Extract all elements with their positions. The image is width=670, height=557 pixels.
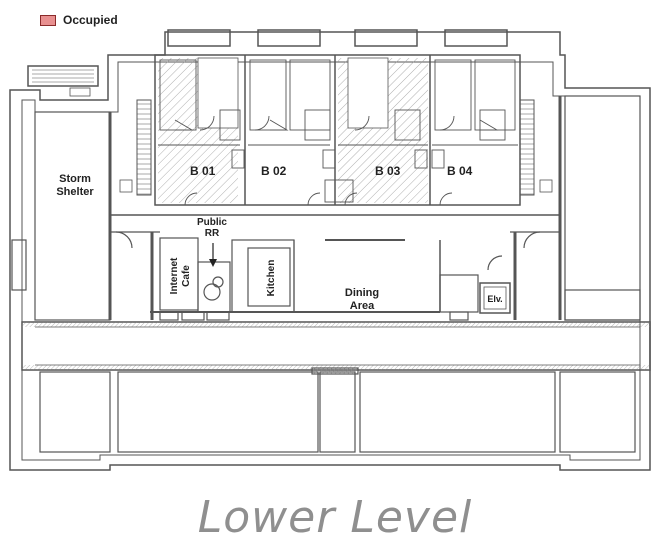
- units-block: [154, 54, 521, 206]
- corridor-band: [21, 321, 651, 371]
- label-dining-2: Area: [350, 300, 375, 312]
- legend: Occupied: [40, 13, 118, 27]
- label-b02: B 02: [261, 164, 287, 178]
- label-dining-1: Dining: [345, 287, 379, 299]
- stair-treads: [137, 103, 534, 195]
- label-storm-shelter-2: Shelter: [56, 186, 94, 198]
- label-internet-cafe-2: Cafe: [181, 265, 192, 287]
- floor-title: Lower Level: [197, 492, 473, 543]
- room-labels: B 01 B 02 B 03 B 04 Storm Shelter Public…: [56, 164, 502, 312]
- label-storm-shelter-1: Storm: [59, 173, 91, 185]
- legend-occupied-swatch: [40, 14, 56, 26]
- right-wing: [539, 95, 641, 321]
- label-public-rr-2: RR: [205, 228, 220, 239]
- common-area: [110, 214, 560, 321]
- lower-rooms: [39, 367, 636, 453]
- storm-shelter-area: [11, 111, 133, 321]
- label-b01: B 01: [190, 164, 216, 178]
- label-public-rr-1: Public: [197, 217, 227, 228]
- label-kitchen: Kitchen: [266, 260, 277, 297]
- label-internet-cafe-1: Internet: [169, 257, 180, 294]
- legend-occupied-label: Occupied: [63, 13, 118, 27]
- label-b03: B 03: [375, 164, 401, 178]
- label-b04: B 04: [447, 164, 473, 178]
- label-elevator: Elv.: [487, 294, 502, 304]
